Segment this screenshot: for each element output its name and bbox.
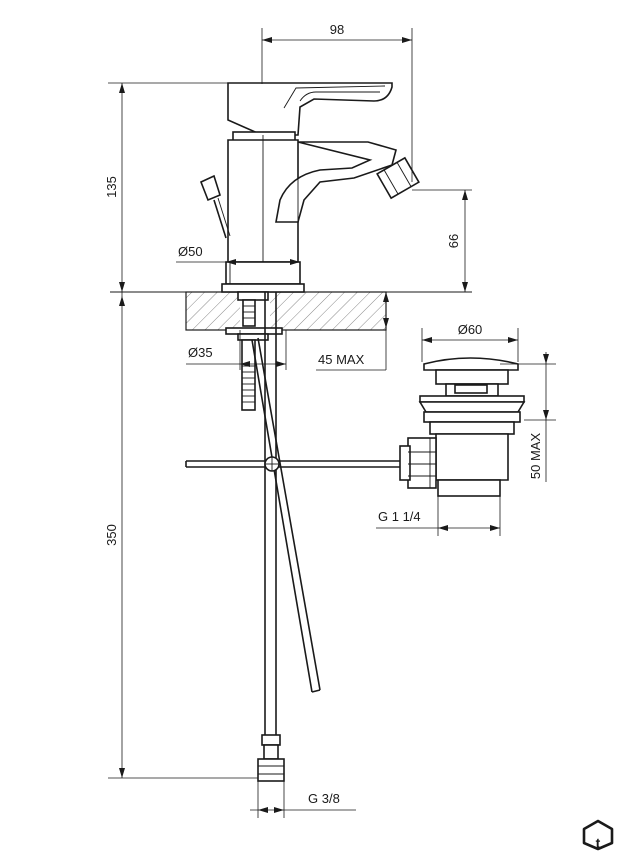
dim-label-66: 66 <box>446 234 461 248</box>
dim-label-dia35: Ø35 <box>188 345 213 360</box>
dim-max-45: 45 MAX <box>316 292 389 371</box>
dim-label-350: 350 <box>104 524 119 546</box>
dim-max-50: 50 MAX <box>500 352 556 482</box>
popup-waste <box>399 357 526 497</box>
dim-label-45max: 45 MAX <box>318 352 365 367</box>
dim-label-98: 98 <box>330 22 344 37</box>
dim-width-98: 98 <box>261 22 413 182</box>
dim-dia-60: Ø60 <box>421 322 519 362</box>
fixing-assembly <box>225 291 283 411</box>
dim-height-350: 350 <box>104 292 258 779</box>
dim-g-38: G 3/8 <box>250 781 356 818</box>
brand-logo: t <box>582 819 614 851</box>
dim-label-135: 135 <box>104 176 119 198</box>
dim-label-dia60: Ø60 <box>458 322 483 337</box>
dim-dia-50: Ø50 <box>176 244 300 265</box>
linkage-rod <box>185 456 408 472</box>
pull-rod <box>251 337 321 693</box>
brand-logo-letter: t <box>596 835 601 851</box>
dim-height-66: 66 <box>412 189 472 292</box>
faucet-body <box>221 82 420 293</box>
countertop-section <box>185 291 387 331</box>
dim-label-g114: G 1 1/4 <box>378 509 421 524</box>
dim-height-135: 135 <box>104 82 228 292</box>
popup-rod-knob <box>199 174 231 239</box>
dim-dia-35: Ø35 <box>186 330 287 370</box>
dim-label-dia50: Ø50 <box>178 244 203 259</box>
dim-g-114: G 1 1/4 <box>376 496 501 536</box>
dim-label-g38: G 3/8 <box>308 791 340 806</box>
dim-label-50max: 50 MAX <box>528 433 543 480</box>
